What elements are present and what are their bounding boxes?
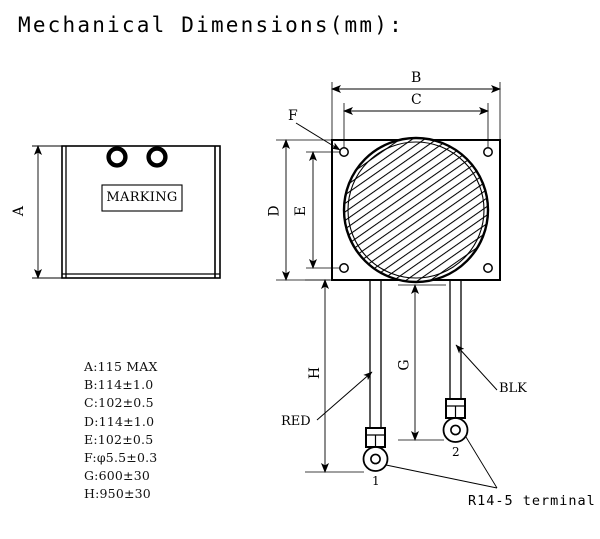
- terminal-note-leader-from-1: [385, 464, 498, 489]
- mounting-hole-bottom-right: [483, 263, 493, 273]
- page-title: Mechanical Dimensions(mm):: [18, 13, 404, 37]
- spec-item-c: C:102±0.5: [84, 395, 154, 411]
- dim-label-e: E: [293, 205, 310, 217]
- spec-item-g: G:600±30: [84, 468, 151, 484]
- black-wire-label: BLK: [499, 381, 527, 396]
- red-wire-leader-line: [316, 371, 373, 421]
- diaphragm-circle-hatched: [342, 136, 490, 284]
- dim-label-d: D: [266, 205, 283, 217]
- spec-item-b: B:114±1.0: [84, 377, 154, 393]
- black-wire-assembly: [442, 280, 469, 443]
- mounting-hole-top-left: [339, 147, 349, 157]
- dim-label-g: G: [396, 359, 413, 371]
- red-terminal-ring-hole: [370, 453, 381, 465]
- terminal-number-2: 2: [452, 445, 460, 459]
- dim-label-f: F: [288, 108, 298, 124]
- spec-item-h: H:950±30: [84, 486, 151, 502]
- grommet-ring-right: [146, 146, 168, 168]
- red-wire-assembly: [362, 280, 389, 472]
- terminal-note-leader-from-2: [465, 436, 498, 489]
- dim-label-c: C: [411, 92, 422, 108]
- marking-box: [101, 184, 183, 212]
- mounting-hole-top-right: [483, 147, 493, 157]
- red-wire-label: RED: [281, 414, 311, 429]
- spec-item-d: D:114±1.0: [84, 413, 155, 429]
- dimension-spec-list: A:115 MAX B:114±1.0 C:102±0.5 D:114±1.0 …: [84, 358, 158, 504]
- dim-label-b: B: [411, 70, 422, 86]
- terminal-note-label: R14-5 terminal: [468, 493, 596, 509]
- marking-label: MARKING: [106, 190, 178, 205]
- terminal-number-1: 1: [372, 474, 380, 488]
- spec-item-a: A:115 MAX: [84, 359, 158, 374]
- dim-label-a: A: [11, 205, 28, 217]
- right-front-view: [276, 82, 501, 489]
- grommet-ring-left: [106, 146, 128, 168]
- spec-item-f: F:φ5.5±0.3: [84, 450, 158, 466]
- black-terminal-ring-hole: [450, 424, 461, 436]
- left-side-view: [32, 145, 221, 279]
- spec-item-e: E:102±0.5: [84, 431, 154, 447]
- dim-label-h: H: [307, 366, 324, 380]
- mounting-hole-bottom-left: [339, 263, 349, 273]
- diaphragm-inner-circle: [347, 141, 485, 279]
- black-wire-leader-line: [455, 344, 498, 391]
- dim-f-leader-line: [295, 122, 341, 151]
- side-view-body-outline: [61, 145, 221, 279]
